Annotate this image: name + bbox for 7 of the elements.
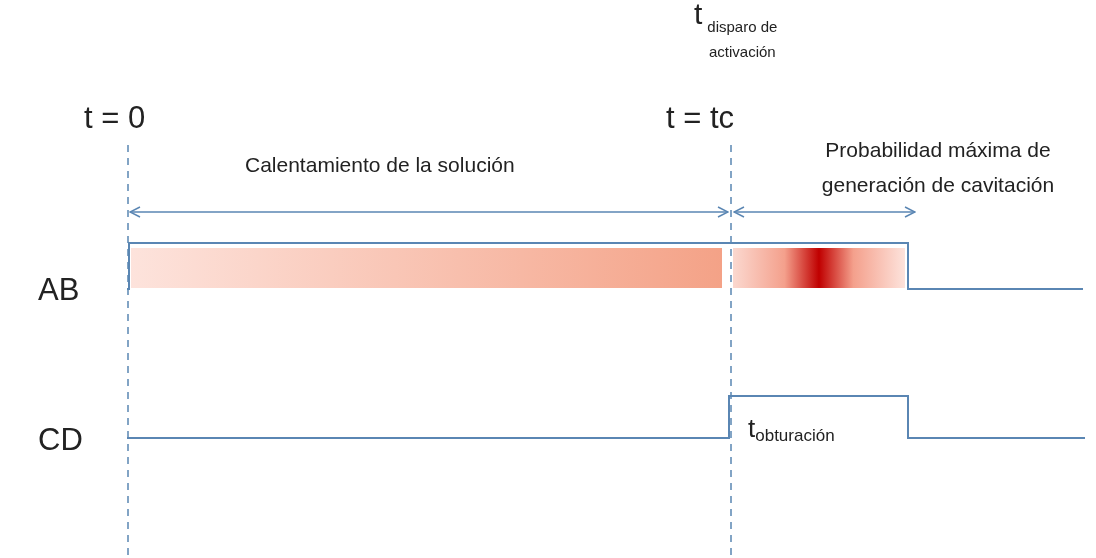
label-text: t = tc bbox=[666, 99, 735, 137]
label-text: AB bbox=[38, 271, 80, 309]
label-text: t$_{obturación}$ bbox=[748, 412, 835, 448]
label-text: Calentamiento de la solución bbox=[245, 152, 515, 178]
label-text: Probabilidad máxima de generación de cavitación bbox=[820, 137, 1056, 198]
label-text: CD bbox=[38, 421, 83, 459]
label-text: t = 0 bbox=[84, 99, 146, 137]
